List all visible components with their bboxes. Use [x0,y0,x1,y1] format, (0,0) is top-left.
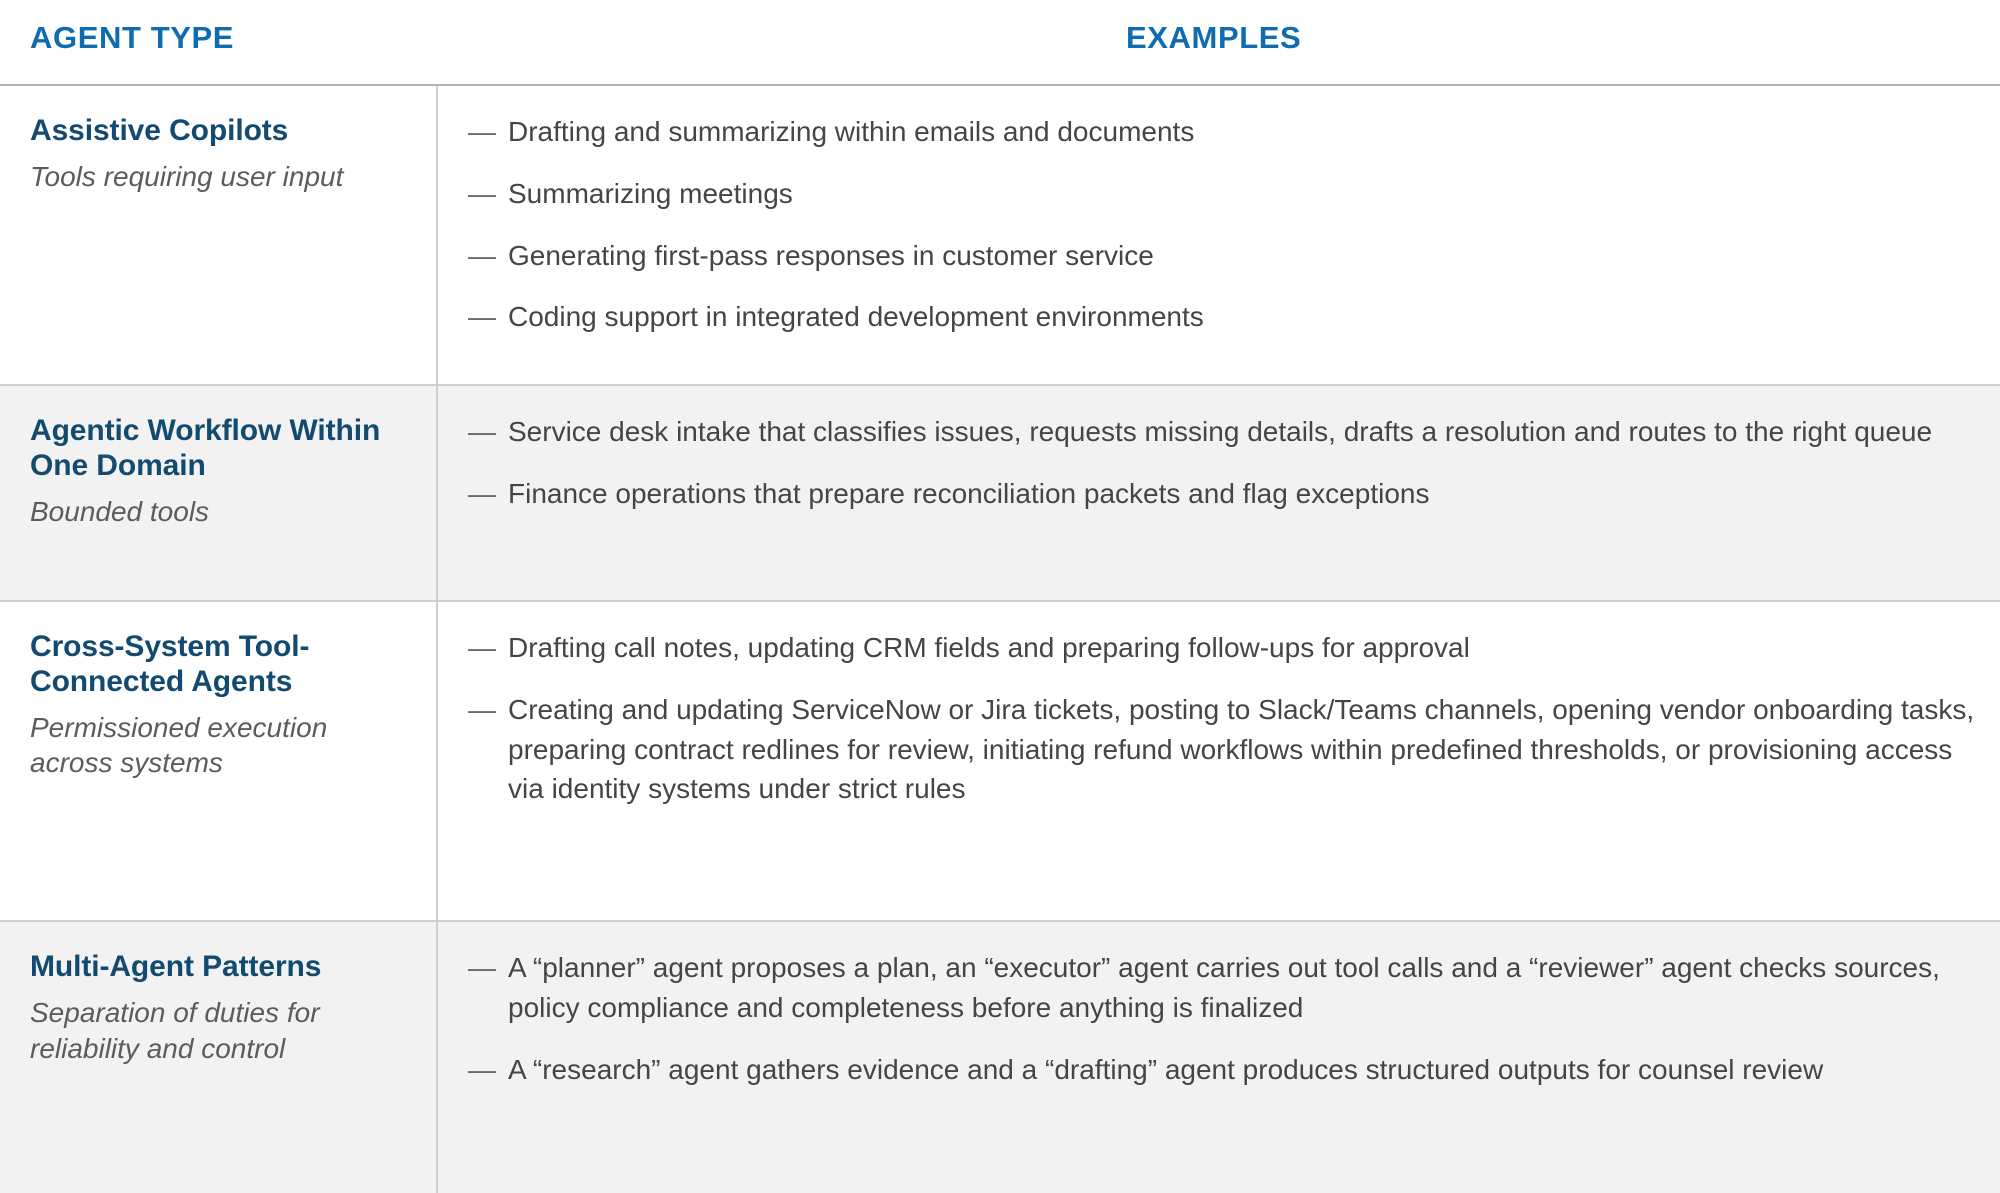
agent-type-title: Assistive Copilots [30,114,289,147]
list-item-text: Coding support in integrated development… [508,301,1204,333]
table-row: Agentic Workflow Within One Domain Bound… [0,386,2000,602]
dash-icon: — [468,116,496,147]
agent-type-title: Multi-Agent Patterns [30,950,322,983]
dash-icon: — [468,177,496,209]
list-item: — Coding support in integrated developme… [468,297,1982,337]
examples-list: — Drafting call notes, updating CRM fiel… [468,628,1982,809]
list-item-text: Summarizing meetings [508,177,793,209]
examples-list: — A “planner” agent proposes a plan, an … [468,948,1982,1089]
list-item-text: A “research” agent gathers evidence and … [508,1053,1824,1085]
list-item: — Generating first-pass responses in cus… [468,236,1982,276]
agent-type-cell: Assistive Copilots Tools requiring user … [0,86,438,384]
table-row: Cross-System Tool-Connected Agents Permi… [0,602,2000,922]
examples-list: — Drafting and summarizing within emails… [468,112,1982,337]
column-header-examples: EXAMPLES [1126,20,1302,55]
agent-type-subtitle: Separation of duties for reliability and… [30,996,320,1064]
list-item: — A “research” agent gathers evidence an… [468,1050,1982,1090]
list-item: — Finance operations that prepare reconc… [468,474,1982,514]
dash-icon: — [468,1053,496,1085]
agent-type-cell: Multi-Agent Patterns Separation of dutie… [0,922,438,1193]
dash-icon: — [468,477,496,509]
table-header-row: AGENT TYPE EXAMPLES [0,0,2000,86]
dash-icon: — [468,301,496,333]
list-item-text: Drafting and summarizing within emails a… [508,116,1195,147]
agent-type-cell: Cross-System Tool-Connected Agents Permi… [0,602,438,920]
agent-type-subtitle: Bounded tools [30,495,210,527]
agent-type-title: Agentic Workflow Within One Domain [30,414,381,482]
header-divider-rule [0,84,2000,86]
list-item: — Drafting call notes, updating CRM fiel… [468,628,1982,668]
examples-list: — Service desk intake that classifies is… [468,412,1982,514]
list-item-text: Generating first-pass responses in custo… [508,239,1154,271]
list-item: — Service desk intake that classifies is… [468,412,1982,452]
dash-icon: — [468,239,496,271]
dash-icon: — [468,952,496,983]
dash-icon: — [468,632,496,663]
list-item: — Summarizing meetings [468,174,1982,214]
table-row: Multi-Agent Patterns Separation of dutie… [0,922,2000,1193]
agent-type-subtitle: Permissioned execution across systems [30,711,328,779]
table-body: Assistive Copilots Tools requiring user … [0,86,2000,1193]
agent-type-cell: Agentic Workflow Within One Domain Bound… [0,386,438,600]
examples-cell: — Drafting call notes, updating CRM fiel… [438,602,2000,835]
agent-type-subtitle: Tools requiring user input [30,160,344,192]
list-item: — A “planner” agent proposes a plan, an … [468,948,1982,1028]
list-item-text: Finance operations that prepare reconcil… [508,477,1430,509]
examples-cell: — Drafting and summarizing within emails… [438,86,2000,363]
list-item-text: Service desk intake that classifies issu… [508,416,1933,447]
dash-icon: — [468,693,496,725]
examples-cell: — Service desk intake that classifies is… [438,386,2000,540]
list-item-text: A “planner” agent proposes a plan, an “e… [508,952,1940,1023]
examples-cell: — A “planner” agent proposes a plan, an … [438,922,2000,1115]
table-row: Assistive Copilots Tools requiring user … [0,86,2000,386]
agent-type-title: Cross-System Tool-Connected Agents [30,630,310,698]
list-item: — Creating and updating ServiceNow or Ji… [468,690,1982,809]
column-header-agent-type: AGENT TYPE [30,20,235,55]
list-item: — Drafting and summarizing within emails… [468,112,1982,152]
dash-icon: — [468,416,496,447]
list-item-text: Creating and updating ServiceNow or Jira… [508,693,1975,805]
list-item-text: Drafting call notes, updating CRM fields… [508,632,1470,663]
